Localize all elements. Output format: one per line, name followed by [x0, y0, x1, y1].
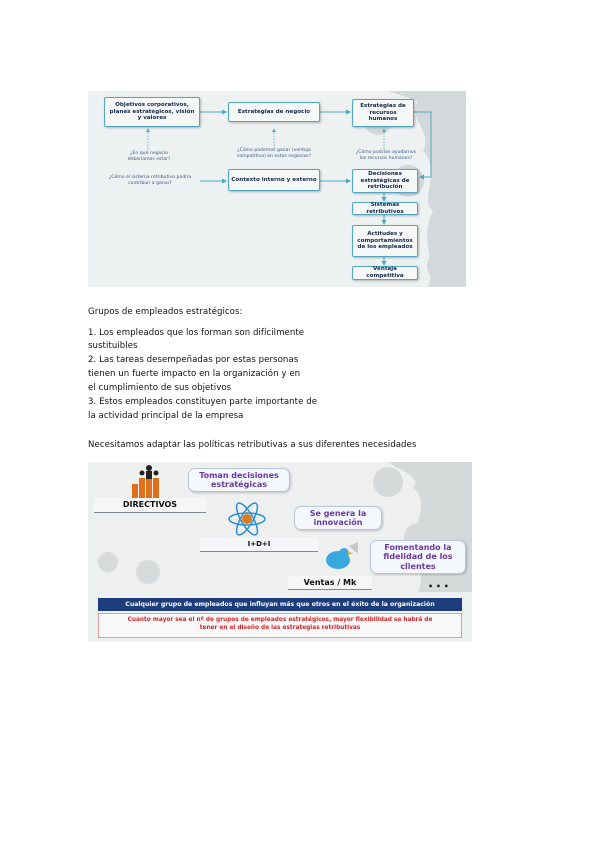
- label-directivos: DIRECTIVOS: [94, 498, 206, 513]
- box-objetivos: Objetivos corporativos, planes estratégi…: [104, 97, 200, 127]
- box-decisiones: Decisiones estratégicas de retribución: [352, 169, 418, 193]
- text-line-7: la actividad principal de la empresa: [88, 411, 244, 421]
- strategy-flow-diagram: Objetivos corporativos, planes estratégi…: [88, 91, 466, 287]
- box-contexto: Contexto interno y externo: [228, 169, 320, 191]
- text-line-5: el cumplimiento de sus objetivos: [88, 383, 232, 393]
- text-line-2: sustituibles: [88, 341, 138, 351]
- bubble-decisiones: Toman decisiones estratégicas: [188, 468, 290, 492]
- bird-megaphone-icon: [326, 542, 358, 569]
- box-ventaja: Ventaja competitiva: [352, 266, 418, 280]
- banner-flexibilidad-line2: tener en el diseño de las estrategias re…: [199, 625, 361, 632]
- box-estrategias-rrhh: Estrategias de recursos humanos: [352, 99, 414, 127]
- question-rrhh: ¿Cómo podrían ayudarnos los recursos hum…: [355, 150, 417, 161]
- label-idi: I+D+I: [200, 538, 318, 552]
- strategic-groups-diagram: Toman decisiones estratégicas DIRECTIVOS…: [88, 462, 472, 642]
- box-actitudes: Actitudes y comportamientos de los emple…: [352, 225, 418, 257]
- text-adaptar: Necesitamos adaptar las políticas retrib…: [88, 440, 417, 450]
- text-line-3: 2. Las tareas desempeñadas por estas per…: [88, 355, 299, 365]
- box-estrategias-negocio: Estrategias de negocio: [228, 102, 320, 122]
- text-line-6: 3. Estos empleados constituyen parte imp…: [88, 397, 318, 407]
- heading-grupos: Grupos de empleados estratégicos:: [88, 307, 243, 317]
- label-ventas: Ventas / Mk: [288, 576, 372, 590]
- question-retributivo: ¿Cómo el sistema retributivo podría cont…: [108, 175, 192, 186]
- executives-icon: [132, 465, 159, 500]
- banner-flexibilidad: Cuanto mayor sea el nº de grupos de empl…: [98, 613, 462, 638]
- question-negocio: ¿En qué negocio deberíamos estar?: [127, 151, 171, 162]
- ellipsis-dots: • • •: [428, 582, 449, 591]
- atom-icon: [228, 502, 266, 536]
- question-ventaja: ¿Cómo podemos ganar (ventaja competitiva…: [236, 148, 312, 159]
- text-line-1: 1. Los empleados que los forman son difí…: [88, 328, 305, 338]
- flow-arrows: [146, 109, 432, 266]
- box-sistemas: Sistemas retributivos: [352, 202, 418, 215]
- bubble-fidelidad: Fomentando la fidelidad de los clientes: [370, 540, 466, 574]
- banner-flexibilidad-line1: Cuanto mayor sea el nº de grupos de empl…: [127, 617, 433, 623]
- bubble-innovacion: Se genera la innovación: [294, 506, 382, 530]
- banner-cualquier-grupo: Cualquier grupo de empleados que influya…: [98, 598, 462, 611]
- text-line-4: tienen un fuerte impacto en la organizac…: [88, 369, 301, 379]
